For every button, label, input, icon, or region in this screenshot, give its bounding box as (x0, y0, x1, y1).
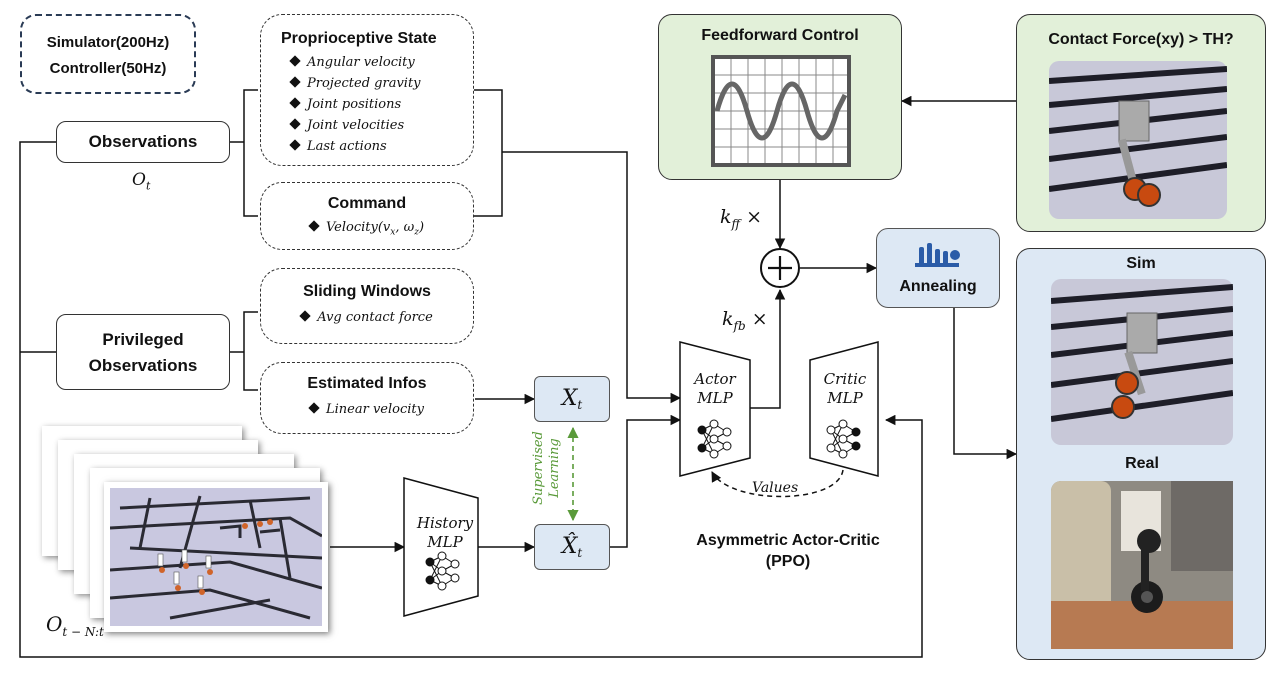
controller-rate: Controller(50Hz) (49, 60, 167, 77)
proprio-item: Joint velocities (281, 115, 473, 136)
priv-bracket (230, 311, 258, 391)
proprio-item: Last actions (281, 136, 473, 157)
observations-box: Observations (56, 121, 230, 163)
proprio-item: Projected gravity (281, 73, 473, 94)
actor-network-icon (697, 419, 732, 459)
obs-bracket (230, 89, 258, 217)
contact-force-panel: Contact Force(xy) > TH? (1016, 14, 1266, 232)
xt-box: Xt (534, 376, 610, 422)
kfb-gain: kfb × (722, 308, 768, 333)
oscilloscope-icon (711, 55, 851, 167)
feedforward-title: Feedforward Control (701, 27, 859, 44)
sliding-windows-box: Sliding Windows Avg contact force (260, 268, 474, 344)
real-label: Real (1125, 455, 1159, 472)
terrain-scene-image (109, 488, 323, 626)
timing-box: Simulator(200Hz) Controller(50Hz) (20, 14, 196, 94)
simulator-rate: Simulator(200Hz) (46, 34, 170, 51)
xhat-to-actor-line (610, 414, 682, 548)
kff-gain: kff × (720, 206, 762, 231)
history-mlp-shape (403, 477, 479, 617)
observations-label: Observations (88, 132, 198, 151)
privileged-label-line2: Observations (88, 356, 198, 375)
sum-node (760, 248, 800, 288)
proprioceptive-title: Proprioceptive State (281, 30, 437, 47)
obs-to-actor-line (474, 89, 680, 398)
supervised-learning-label: Supervised Learning (531, 431, 562, 505)
history-mlp-label: History MLP (416, 514, 474, 551)
acc-caption: Asymmetric Actor-Critic (PPO) (696, 532, 880, 570)
sliding-title: Sliding Windows (303, 283, 431, 300)
xhat-box: X̂t (534, 524, 610, 570)
frame-card-front (104, 482, 328, 632)
proprio-item: Angular velocity (281, 52, 473, 73)
command-title: Command (327, 195, 407, 212)
privileged-observations-box: Privileged Observations (56, 314, 230, 390)
critic-network-icon (826, 419, 861, 459)
real-photo-image (1051, 481, 1233, 649)
history-network-icon (425, 551, 460, 591)
history-frames-symbol: Ot − N:t (46, 612, 104, 639)
contact-scene-image (1049, 61, 1227, 219)
history-frames-stack (42, 426, 332, 636)
sim-scene-image (1051, 279, 1233, 445)
critic-mlp-shape (809, 341, 879, 477)
privileged-label-line1: Privileged (102, 330, 184, 349)
actor-mlp-shape (679, 341, 751, 477)
annealing-to-real-line (953, 307, 1018, 460)
actor-to-plus-line (750, 288, 786, 409)
command-box: Command Velocity(vx, ωz) (260, 182, 474, 250)
estimated-infos-box: Estimated Infos Linear velocity (260, 362, 474, 434)
annealing-label: Annealing (899, 278, 977, 295)
proprio-item: Joint positions (281, 94, 473, 115)
critic-mlp-label: Critic MLP (823, 370, 867, 407)
annealing-box: Annealing (876, 228, 1000, 308)
observations-symbol: Ot (132, 170, 151, 193)
values-curve (711, 469, 844, 498)
annealing-icon (915, 243, 960, 267)
estimated-item: Linear velocity (261, 399, 473, 420)
feedback-loop-line (19, 141, 923, 658)
values-label: Values (752, 480, 799, 496)
proprioceptive-box: Proprioceptive State Angular velocity Pr… (260, 14, 474, 166)
command-item: Velocity(vx, ωz) (261, 217, 473, 244)
feedforward-control-panel: Feedforward Control (658, 14, 902, 180)
contact-title: Contact Force(xy) > TH? (1048, 31, 1234, 48)
sliding-item: Avg contact force (261, 307, 473, 328)
sim-real-panel: Sim Real (1016, 248, 1266, 660)
sim-label: Sim (1126, 255, 1156, 272)
estimated-title: Estimated Infos (307, 375, 427, 392)
actor-mlp-label: Actor MLP (694, 370, 736, 407)
